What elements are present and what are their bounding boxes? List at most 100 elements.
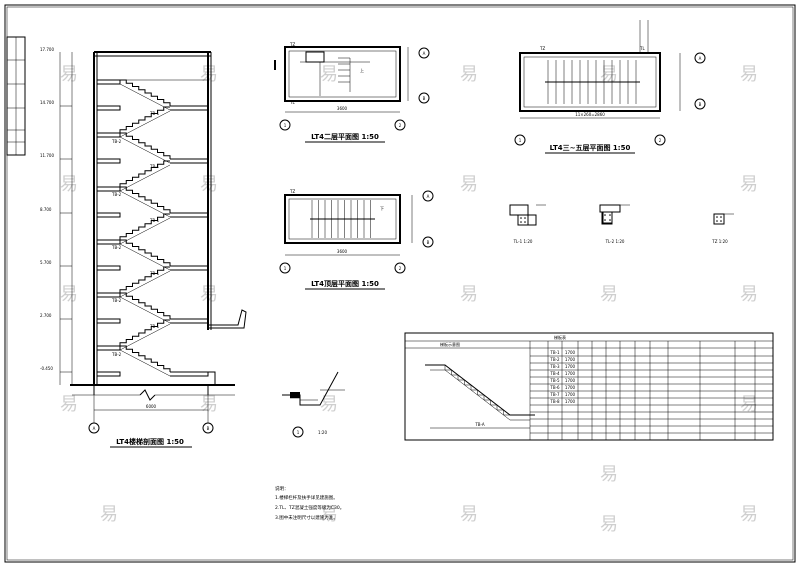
table-row-note: 1700 [565, 350, 576, 355]
top-grid-b: B [427, 240, 430, 245]
detail-number: 1 [297, 430, 300, 435]
watermark-glyph: 易 [60, 174, 78, 195]
tz-section: TZ 1:20 [711, 213, 734, 244]
watermark-glyph: 易 [600, 64, 618, 85]
floor2-title: LT4二层平面图 1:50 [311, 132, 379, 141]
grid-label-a: A [93, 426, 96, 431]
tb1-label-a: TB-1 [149, 111, 160, 116]
floor35-grid-a: A [699, 56, 702, 61]
tb1-label-c: TB-1 [149, 218, 160, 223]
table-col-sketch: 梯板示意图 [440, 341, 460, 347]
floor35-grid-2: 2 [659, 138, 662, 143]
tb2-label-a: TB-2 [111, 139, 122, 144]
watermark-glyph: 易 [740, 504, 758, 525]
watermark-glyph: 易 [740, 394, 758, 415]
floor2-dim: 3600 [337, 106, 348, 111]
floor2-tl-label: TL [289, 100, 295, 105]
table-row-code: TB-1 [549, 350, 560, 355]
watermark-glyph: 易 [60, 284, 78, 305]
tl1-section: TL-1 1:20 [509, 204, 546, 244]
detail-scale: 1:20 [318, 430, 327, 435]
notes-line2: 2.TL、TZ混凝土强度等级为C30。 [275, 504, 344, 511]
top-dim: 3600 [337, 249, 348, 254]
floor2-grid-1: 1 [284, 123, 287, 128]
top-tz-label: TZ [289, 189, 295, 194]
tb1-label-d: TB-1 [149, 271, 160, 276]
floor2-plan: 上 TZ TL 1 2 A B 3600 LT4二层平面图 1:50 [274, 42, 430, 143]
table-row-code: TB-3 [549, 364, 560, 369]
watermark-glyph: 易 [460, 64, 478, 85]
floor35-grid-1: 1 [519, 138, 522, 143]
table-row-code: TB-2 [549, 357, 560, 362]
notes-heading: 说明： [275, 485, 289, 492]
notes-line1: 1.楼梯栏杆及扶手详见建施图。 [275, 494, 338, 501]
floor2-grid-a: A [423, 51, 426, 56]
tz-title: TZ 1:20 [711, 239, 728, 244]
notes-line3: 3.图中未注明尺寸以建施为准。 [275, 514, 338, 521]
table-row-code: TB-7 [549, 392, 560, 397]
table-row-note: 1700 [565, 399, 576, 404]
table-row-note: 1700 [565, 378, 576, 383]
tl2-section: TL-2 1:20 [599, 204, 630, 244]
table-row-note: 1700 [565, 371, 576, 376]
floor35-grid-b: B [699, 102, 702, 107]
elevation-4: 5.700 [40, 260, 52, 265]
watermark-glyph: 易 [460, 504, 478, 525]
table-row-code: TB-4 [549, 371, 560, 376]
elevation-3: 8.700 [40, 207, 52, 212]
elevation-6: -0.450 [40, 366, 53, 371]
watermark-glyph: 易 [740, 174, 758, 195]
sheet-inner-border [6, 6, 794, 561]
top-grid-a: A [427, 194, 430, 199]
table-row-code: TB-5 [549, 378, 560, 383]
tl2-title: TL-2 1:20 [605, 239, 625, 244]
watermark-glyph: 易 [460, 174, 478, 195]
elevation-5: 2.700 [40, 313, 52, 318]
section-title: LT4楼梯剖面图 1:50 [116, 437, 184, 446]
top-grid-2: 2 [399, 266, 402, 271]
tb1-label-b: TB-1 [149, 164, 160, 169]
tb1-label-e: TB-1 [149, 324, 160, 329]
watermark-glyph: 易 [60, 64, 78, 85]
sheet-border [4, 4, 796, 563]
floor35-title: LT4三~五层平面图 1:50 [550, 143, 631, 152]
elevation-2: 11.700 [40, 153, 54, 158]
top-down-label: 下 [380, 206, 384, 211]
watermark-glyph: 易 [460, 284, 478, 305]
floor3-5-plan: TZ TL 1 2 A B 11×260=2860 LT4三~五层平面图 1:5… [514, 20, 706, 154]
tb2-label-b: TB-2 [111, 192, 122, 197]
section-drawing: A B 6000 17.700 14.700 11.700 8.700 5.70… [40, 47, 247, 448]
top-grid-1: 1 [284, 266, 287, 271]
tl1-title: TL-1 1:20 [513, 239, 533, 244]
top-plan: TZ 下 1 2 A B 3600 LT4顶层平面图 1:50 [279, 189, 434, 290]
grid-label-b: B [207, 426, 210, 431]
watermark-glyph: 易 [320, 394, 338, 415]
table-row-code: TB-8 [549, 399, 560, 404]
watermark-glyph: 易 [320, 64, 338, 85]
section-dim-6000: 6000 [146, 404, 157, 409]
watermark-glyph: 易 [740, 64, 758, 85]
table-row-note: 1700 [565, 357, 576, 362]
floor2-grid-2: 2 [399, 123, 402, 128]
floor35-tl-label: TL [639, 46, 645, 51]
table-row-code: TB-6 [549, 385, 560, 390]
detail-1: 1 1:20 [282, 371, 345, 438]
top-title: LT4顶层平面图 1:50 [311, 279, 379, 288]
watermark-glyph: 易 [740, 284, 758, 305]
watermark-glyph: 易 [100, 504, 118, 525]
watermark-glyph: 易 [320, 504, 338, 525]
watermark-glyph: 易 [600, 514, 618, 535]
watermark-glyph: 易 [600, 464, 618, 485]
floor2-up-label: 上 [360, 67, 364, 73]
table-row-note: 1700 [565, 364, 576, 369]
watermark-glyph: 易 [200, 394, 218, 415]
floor35-dim: 11×260=2860 [575, 112, 605, 117]
tb2-label-c: TB-2 [111, 245, 122, 250]
tb2-label-d: TB-2 [111, 298, 122, 303]
watermark-glyph: 易 [60, 394, 78, 415]
floor35-tz-label: TZ [539, 46, 545, 51]
watermark-glyph: 易 [600, 284, 618, 305]
